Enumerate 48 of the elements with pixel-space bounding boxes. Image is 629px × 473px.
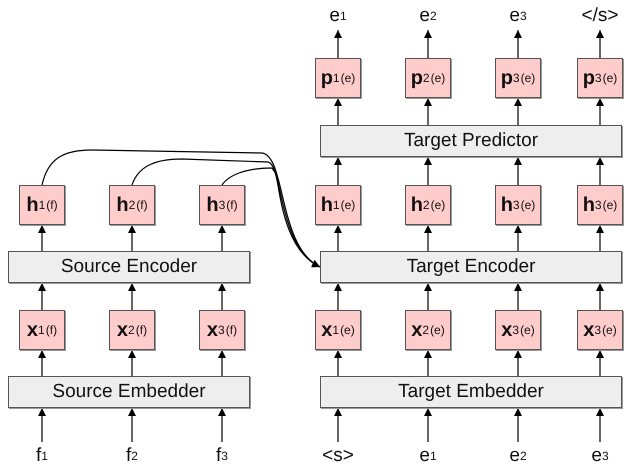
arrow (128, 283, 136, 310)
arrow (596, 98, 604, 125)
arrow (424, 225, 432, 251)
arrow (424, 350, 432, 376)
arrow (514, 225, 522, 251)
arrow (596, 350, 604, 376)
arrow (514, 408, 522, 442)
token-label: <s> (318, 442, 358, 470)
arrow (38, 283, 46, 310)
arrow (596, 408, 604, 442)
arrow (424, 408, 432, 442)
arrow (334, 157, 342, 185)
arrow (218, 283, 226, 310)
arrow (128, 350, 136, 376)
arrow (424, 98, 432, 125)
module-box: Source Embedder (8, 376, 250, 408)
arrow (424, 30, 432, 58)
arrow (424, 283, 432, 310)
arrow (218, 225, 226, 251)
arrow (596, 30, 604, 58)
module-box: Target Encoder (320, 251, 622, 283)
arrow (514, 283, 522, 310)
arrow (334, 408, 342, 442)
arrow (424, 157, 432, 185)
arrow (334, 283, 342, 310)
arrow (334, 225, 342, 251)
arrow (596, 225, 604, 251)
arrow (38, 225, 46, 251)
arrow (514, 98, 522, 125)
arrow (222, 167, 320, 268)
arrow (596, 157, 604, 185)
arrow (514, 30, 522, 58)
arrow (128, 408, 136, 442)
arrow (514, 157, 522, 185)
arrow (334, 30, 342, 58)
arrow (218, 408, 226, 442)
token-label: </s> (580, 2, 620, 30)
arrow (334, 350, 342, 376)
module-box: Target Embedder (320, 376, 622, 408)
arrow (218, 350, 226, 376)
arrow (128, 225, 136, 251)
module-box: Source Encoder (8, 251, 250, 283)
arrow (334, 98, 342, 125)
module-box: Target Predictor (320, 125, 622, 157)
arrow (38, 408, 46, 442)
arrow (596, 283, 604, 310)
arrow (38, 350, 46, 376)
arrow (514, 350, 522, 376)
